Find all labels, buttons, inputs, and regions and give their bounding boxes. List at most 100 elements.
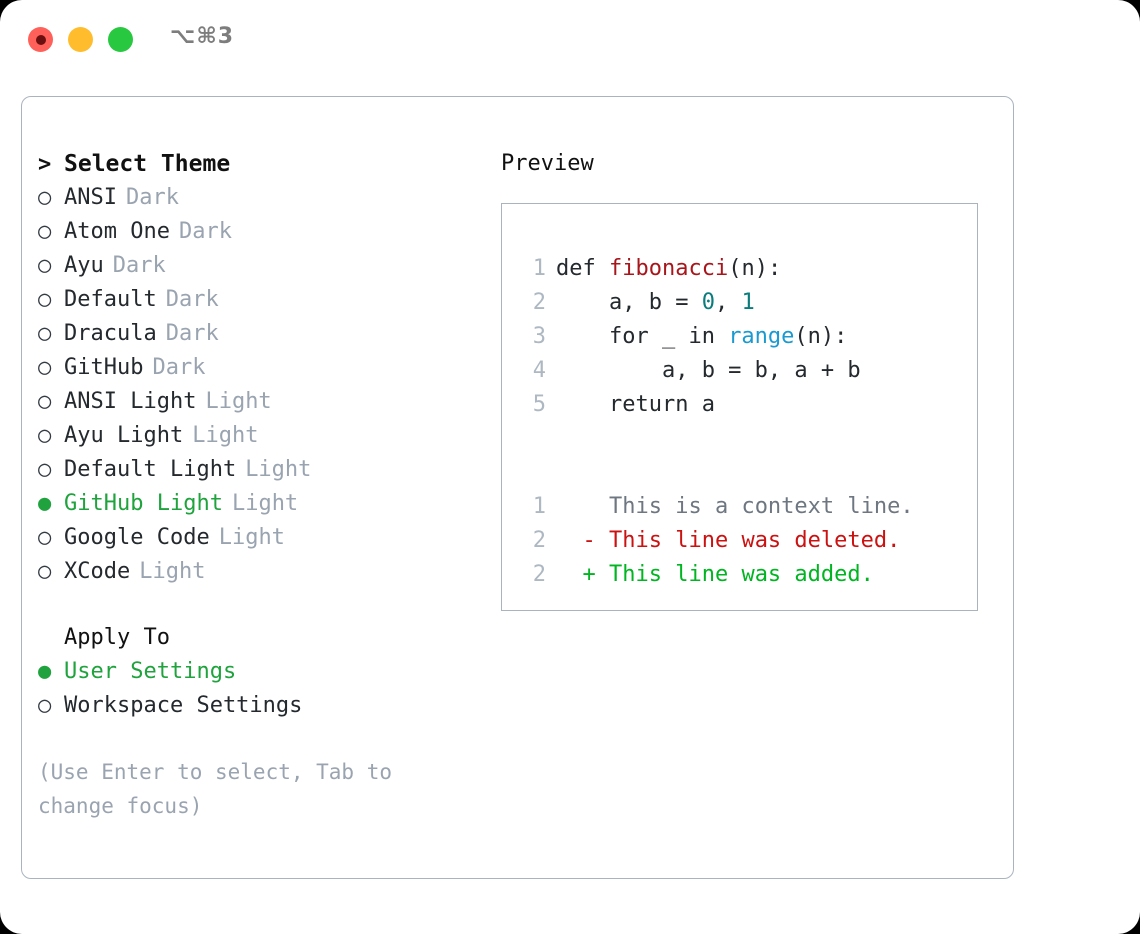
apply-to-list: ● User Settings ○ Workspace Settings bbox=[38, 655, 468, 723]
code-token: , bbox=[714, 290, 742, 315]
theme-variant-badge: Dark bbox=[125, 185, 179, 210]
blank-line bbox=[520, 422, 914, 456]
apply-to-option-label: Workspace Settings bbox=[64, 693, 303, 718]
theme-option-label: XCode bbox=[64, 559, 131, 584]
code-token: a, b = bbox=[556, 290, 702, 315]
code-token: (n): bbox=[728, 256, 782, 281]
radio-unselected-icon[interactable]: ○ bbox=[38, 185, 52, 210]
theme-option-label: Ayu Light bbox=[64, 423, 184, 448]
diff-line: 1 This is a context line. bbox=[520, 490, 914, 524]
theme-variant-badge: Dark bbox=[152, 355, 206, 380]
diff-sign bbox=[556, 494, 596, 519]
preview-heading: Preview bbox=[501, 151, 594, 176]
radio-unselected-icon[interactable]: ○ bbox=[38, 389, 52, 414]
diff-line: 2 - This line was deleted. bbox=[520, 524, 914, 558]
blank-line bbox=[520, 456, 914, 490]
radio-unselected-icon[interactable]: ○ bbox=[38, 693, 52, 718]
radio-unselected-icon[interactable]: ○ bbox=[38, 457, 52, 482]
theme-option-dracula[interactable]: ○ Dracula Dark bbox=[38, 317, 468, 351]
code-token: a, b = b, a + b bbox=[556, 358, 861, 383]
diff-text: This line was deleted. bbox=[595, 528, 901, 553]
spacer bbox=[38, 723, 468, 755]
theme-variant-badge: Dark bbox=[178, 219, 232, 244]
radio-unselected-icon[interactable]: ○ bbox=[38, 525, 52, 550]
theme-option-label: Ayu bbox=[64, 253, 104, 278]
theme-option-label: Atom One bbox=[64, 219, 170, 244]
theme-option-label: GitHub Light bbox=[64, 491, 223, 516]
maximize-window-icon[interactable] bbox=[108, 27, 133, 52]
theme-variant-badge: Light bbox=[205, 389, 272, 414]
theme-option-ansi[interactable]: ○ ANSI Dark bbox=[38, 181, 468, 215]
theme-option-ayu[interactable]: ○ Ayu Dark bbox=[38, 249, 468, 283]
prompt-caret-icon: > bbox=[38, 152, 52, 177]
code-token: for _ in bbox=[556, 324, 729, 349]
theme-variant-badge: Dark bbox=[112, 253, 166, 278]
radio-selected-icon[interactable]: ● bbox=[38, 491, 52, 516]
code-line: 4 a, b = b, a + b bbox=[520, 354, 914, 388]
apply-to-option-user-settings[interactable]: ● User Settings bbox=[38, 655, 468, 689]
diff-sign: - bbox=[556, 528, 596, 553]
preview-column: Preview 1 def fibonacci(n): 2 a, b = 0, 1 3… bbox=[501, 147, 991, 611]
keyboard-shortcut-label: ⌥⌘3 bbox=[170, 24, 235, 49]
line-number: 4 bbox=[532, 358, 546, 383]
preview-box: 1 def fibonacci(n): 2 a, b = 0, 1 3 for _ i… bbox=[501, 203, 978, 611]
code-line: 2 a, b = 0, 1 bbox=[520, 286, 914, 320]
code-token: return a bbox=[556, 392, 715, 417]
code-sample: 1 def fibonacci(n): 2 a, b = 0, 1 3 for _ i… bbox=[520, 252, 914, 592]
theme-option-label: Dracula bbox=[64, 321, 157, 346]
line-number: 2 bbox=[532, 562, 546, 587]
diff-text: This line was added. bbox=[595, 562, 874, 587]
title-bar: ⌥⌘3 bbox=[0, 0, 1140, 78]
code-line: 5 return a bbox=[520, 388, 914, 422]
radio-selected-icon[interactable]: ● bbox=[38, 659, 52, 684]
theme-option-label: ANSI bbox=[64, 185, 117, 210]
apply-to-heading: Apply To bbox=[64, 625, 170, 650]
theme-option-default[interactable]: ○ Default Dark bbox=[38, 283, 468, 317]
apply-to-heading-row: o Apply To bbox=[38, 621, 468, 655]
line-number: 2 bbox=[532, 528, 546, 553]
line-number: 1 bbox=[532, 494, 546, 519]
spacer-marker: o bbox=[38, 621, 64, 655]
theme-option-label: ANSI Light bbox=[64, 389, 197, 414]
theme-option-atom-one[interactable]: ○ Atom One Dark bbox=[38, 215, 468, 249]
line-number: 1 bbox=[532, 256, 546, 281]
theme-variant-badge: Dark bbox=[165, 321, 219, 346]
keyboard-hint-text: (Use Enter to select, Tab to change focu… bbox=[38, 760, 393, 818]
radio-unselected-icon[interactable]: ○ bbox=[38, 253, 52, 278]
radio-unselected-icon[interactable]: ○ bbox=[38, 219, 52, 244]
theme-variant-badge: Dark bbox=[165, 287, 219, 312]
code-token: fibonacci bbox=[608, 256, 729, 281]
theme-option-label: Google Code bbox=[64, 525, 210, 550]
radio-unselected-icon[interactable]: ○ bbox=[38, 321, 52, 346]
code-token: def bbox=[556, 256, 609, 281]
theme-option-xcode[interactable]: ○ XCode Light bbox=[38, 555, 468, 589]
radio-unselected-icon[interactable]: ○ bbox=[38, 559, 52, 584]
apply-to-option-label: User Settings bbox=[64, 659, 237, 684]
theme-option-google-code[interactable]: ○ Google Code Light bbox=[38, 521, 468, 555]
apply-to-option-workspace-settings[interactable]: ○ Workspace Settings bbox=[38, 689, 468, 723]
diff-sign: + bbox=[556, 562, 596, 587]
radio-unselected-icon[interactable]: ○ bbox=[38, 355, 52, 380]
radio-unselected-icon[interactable]: ○ bbox=[38, 423, 52, 448]
theme-variant-badge: Light bbox=[245, 457, 312, 482]
radio-unselected-icon[interactable]: ○ bbox=[38, 287, 52, 312]
minimize-window-icon[interactable] bbox=[68, 27, 93, 52]
diff-text: This is a context line. bbox=[595, 494, 914, 519]
line-number: 2 bbox=[532, 290, 546, 315]
line-number: 3 bbox=[532, 324, 546, 349]
page-title: Select Theme bbox=[64, 151, 231, 177]
theme-option-ansi-light[interactable]: ○ ANSI Light Light bbox=[38, 385, 468, 419]
line-number: 5 bbox=[532, 392, 546, 417]
theme-variant-badge: Light bbox=[218, 525, 285, 550]
theme-option-label: Default bbox=[64, 287, 157, 312]
theme-variant-badge: Light bbox=[139, 559, 206, 584]
close-window-icon[interactable] bbox=[28, 27, 53, 52]
spacer bbox=[38, 589, 468, 621]
